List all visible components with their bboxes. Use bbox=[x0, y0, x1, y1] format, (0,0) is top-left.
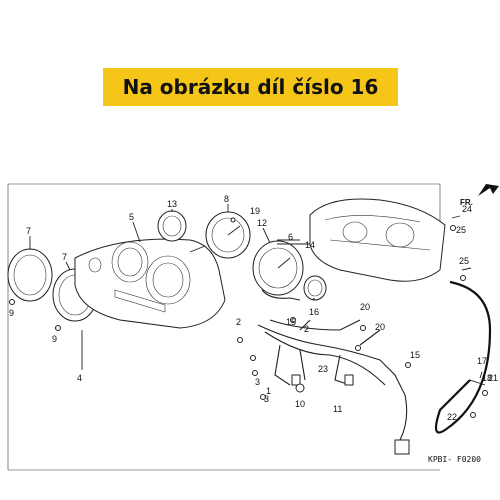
callout-13: 13 bbox=[167, 199, 177, 209]
callout-8: 8 bbox=[224, 194, 229, 204]
callout-2-right: 2 bbox=[304, 324, 309, 334]
meter-ring-left bbox=[7, 248, 53, 302]
callout-21: 21 bbox=[488, 373, 498, 383]
callout-23: 23 bbox=[318, 364, 328, 374]
diagram-frame bbox=[7, 183, 441, 471]
part-16-gauge bbox=[303, 275, 327, 301]
part-number-banner: Na obrázku díl číslo 16 bbox=[103, 68, 398, 106]
callout-3-lower: 3 bbox=[264, 394, 269, 404]
front-arrow-label: FR. bbox=[460, 198, 473, 207]
callout-2-left: 2 bbox=[236, 317, 241, 327]
speedometer-cable bbox=[434, 280, 492, 434]
callout-9-right: 9 bbox=[52, 334, 57, 344]
leader-lines bbox=[29, 204, 483, 379]
callout-22: 22 bbox=[447, 412, 457, 422]
wire-harness-11 bbox=[257, 319, 410, 455]
callout-25-upper: 25 bbox=[456, 225, 466, 235]
callout-3-upper: 3 bbox=[255, 377, 260, 387]
callout-15-upper: 15 bbox=[286, 317, 296, 327]
callout-5: 5 bbox=[129, 212, 134, 222]
callout-20-upper: 20 bbox=[360, 302, 370, 312]
callout-18: 18 bbox=[482, 373, 492, 383]
callout-25-lower: 25 bbox=[459, 256, 469, 266]
callout-1: 1 bbox=[266, 386, 271, 396]
callout-24: 24 bbox=[462, 204, 472, 214]
callout-6: 6 bbox=[288, 232, 293, 242]
callout-14: 14 bbox=[305, 240, 315, 250]
callout-10: 10 bbox=[295, 399, 305, 409]
callout-12: 12 bbox=[257, 218, 267, 228]
banner-text: Na obrázku díl číslo 16 bbox=[122, 75, 379, 99]
callout-15-lower: 15 bbox=[410, 350, 420, 360]
callout-19: 19 bbox=[250, 206, 260, 216]
callout-7-right: 7 bbox=[62, 252, 67, 262]
callout-9-left: 9 bbox=[9, 308, 14, 318]
diagram-reference-code: KPBI- F0200 bbox=[428, 455, 481, 464]
callout-20-lower: 20 bbox=[375, 322, 385, 332]
callout-17: 17 bbox=[477, 356, 487, 366]
tachometer-12 bbox=[252, 240, 304, 301]
small-gauge-13 bbox=[157, 210, 187, 242]
screw-icons bbox=[9, 217, 488, 418]
callout-7-left: 7 bbox=[26, 226, 31, 236]
meter-case bbox=[74, 238, 226, 329]
lower-case-14 bbox=[309, 198, 446, 282]
callout-16: 16 bbox=[309, 307, 319, 317]
callout-4: 4 bbox=[77, 373, 82, 383]
callout-11: 11 bbox=[333, 404, 342, 414]
front-arrow-icon: FR. bbox=[460, 184, 499, 207]
